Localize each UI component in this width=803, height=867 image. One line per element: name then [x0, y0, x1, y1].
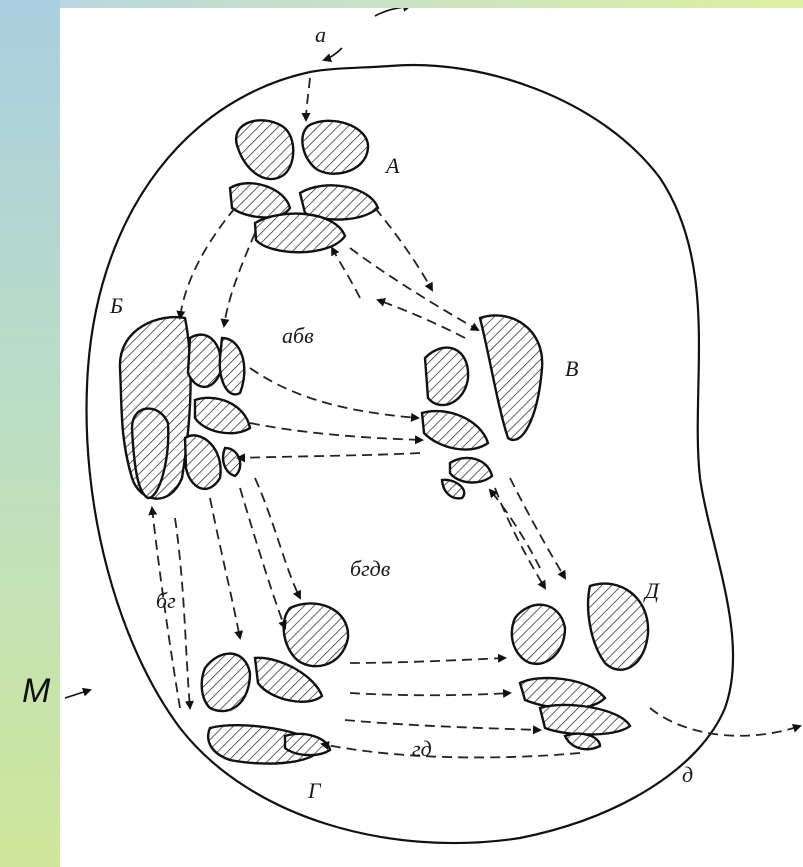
organ-diagram: а А Б В Г Д д абв бгдв бг гд: [60, 8, 803, 867]
inflow-arrow-m: [65, 690, 90, 698]
label-cluster-a: А: [384, 153, 400, 178]
label-cluster-v: В: [565, 356, 578, 381]
cell-cluster-v: [422, 315, 542, 498]
cell-cluster-b: [120, 317, 250, 499]
inflow-arrow-top: [375, 8, 410, 16]
cell-cluster-g: [202, 603, 348, 763]
left-accent-bar: [0, 0, 60, 867]
inflow-arrow-a: [324, 48, 342, 60]
diagram-canvas: а А Б В Г Д д абв бгдв бг гд: [60, 8, 803, 867]
label-m: M: [22, 672, 50, 711]
label-cluster-g: Г: [307, 778, 322, 803]
label-a-top: а: [315, 22, 326, 47]
label-abv: абв: [282, 323, 314, 348]
label-gd: гд: [412, 736, 432, 761]
cell-cluster-d: [512, 584, 648, 750]
label-cluster-b: Б: [109, 293, 123, 318]
label-bgdv: бгдв: [350, 556, 391, 581]
cell-cluster-a: [230, 120, 378, 252]
transport-arrows: [152, 78, 800, 757]
top-accent-band: [60, 0, 803, 8]
label-outflow-d: д: [682, 762, 693, 787]
label-bg: бг: [156, 588, 176, 613]
label-cluster-d: Д: [643, 578, 660, 603]
